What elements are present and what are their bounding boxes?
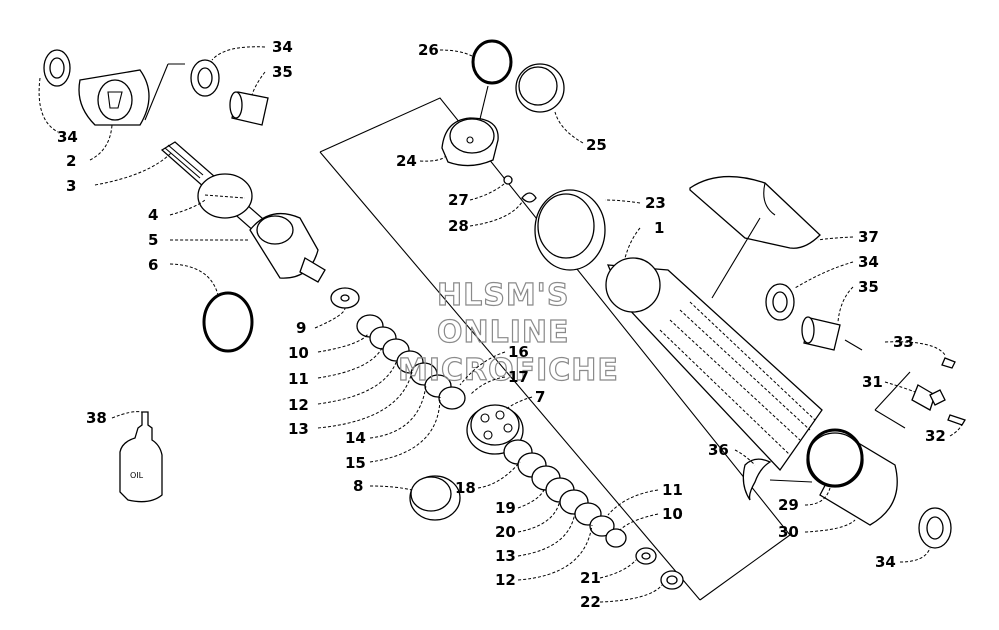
shield-37 [689, 175, 821, 249]
label-21: 21 [580, 569, 601, 587]
piston-24 [441, 117, 499, 167]
label-2: 2 [66, 152, 76, 170]
lower-eyelet-30 [806, 432, 898, 526]
leader-lines [38, 46, 963, 603]
label-19: 19 [495, 499, 516, 517]
eyelet-line [144, 63, 169, 121]
label-20: 20 [495, 523, 516, 541]
label-26: 26 [418, 41, 439, 59]
label-8: 8 [353, 477, 363, 495]
label-1: 1 [654, 219, 664, 237]
assembly-box-edge [319, 151, 701, 601]
watermark-line-2: ONLINE [437, 315, 570, 350]
valve-box-edge [874, 371, 911, 411]
label-35: 35 [272, 63, 293, 81]
label-17: 17 [508, 368, 529, 386]
label-4: 4 [148, 206, 158, 224]
part-27-28 [503, 175, 537, 203]
seal-head-5 [249, 212, 326, 283]
label-34: 34 [272, 38, 293, 56]
label-29: 29 [778, 496, 799, 514]
assembly-box-left [319, 97, 791, 601]
watermark: HLSM'S ONLINE MICROFICHE [397, 277, 619, 388]
label-16: 16 [508, 343, 529, 361]
oil-bottle-38: OIL [119, 411, 163, 503]
label-10: 10 [288, 344, 309, 362]
bushing-34-lower [918, 507, 952, 549]
ring-25 [515, 63, 565, 113]
label-30: 30 [778, 523, 799, 541]
label-24: 24 [396, 152, 417, 170]
label-37: 37 [858, 228, 879, 246]
shock-body-1 [605, 257, 823, 472]
label-36: 36 [708, 441, 729, 459]
piston-7 [466, 404, 524, 455]
label-22: 22 [580, 593, 601, 611]
label-28: 28 [448, 217, 469, 235]
label-5: 5 [148, 231, 158, 249]
upper-eyelet-2 [78, 69, 150, 126]
piston-ring-8 [409, 475, 461, 521]
label-34: 34 [858, 253, 879, 271]
label-23: 23 [645, 194, 666, 212]
bumper-4 [197, 173, 253, 219]
o-ring-26 [471, 39, 513, 85]
spacer-35-right [801, 316, 841, 351]
label-13: 13 [495, 547, 516, 565]
upper-bushing-34 [43, 49, 71, 87]
valve-box-edge2 [874, 409, 906, 429]
label-27: 27 [448, 191, 469, 209]
pin-32 [947, 414, 966, 426]
label-14: 14 [345, 429, 366, 447]
label-7: 7 [535, 388, 545, 406]
label-12: 12 [495, 571, 516, 589]
ring-23 [534, 189, 606, 271]
label-10: 10 [662, 505, 683, 523]
bushing-34-right [765, 283, 795, 321]
o-ring-6 [202, 291, 254, 353]
label-13: 13 [288, 420, 309, 438]
screw-33 [941, 357, 956, 369]
label-9: 9 [296, 319, 306, 337]
watermark-line-1: HLSM'S [437, 278, 569, 313]
washer-stack-upper [330, 287, 466, 410]
label-18: 18 [455, 479, 476, 497]
part-labels: 34 35 34 2 3 4 5 6 9 10 11 12 13 14 15 1… [57, 38, 946, 611]
label-15: 15 [345, 454, 366, 472]
label-11: 11 [288, 370, 309, 388]
valve-31 [911, 384, 946, 411]
shield-line [711, 217, 761, 299]
label-12: 12 [288, 396, 309, 414]
spacer-35-top [229, 91, 269, 126]
label-6: 6 [148, 256, 158, 274]
bushing-34-top [190, 59, 220, 97]
label-25: 25 [586, 136, 607, 154]
label-34: 34 [57, 128, 78, 146]
washer-stack-lower [503, 439, 684, 590]
label-11: 11 [662, 481, 683, 499]
label-31: 31 [862, 373, 883, 391]
label-3: 3 [66, 177, 76, 195]
label-38: 38 [86, 409, 107, 427]
o-ring-29 [806, 428, 864, 488]
label-34: 34 [875, 553, 896, 571]
clip-36 [742, 458, 772, 501]
bottle-label: OIL [130, 471, 144, 480]
label-35: 35 [858, 278, 879, 296]
watermark-line-3: MICROFICHE [398, 353, 619, 388]
label-33: 33 [893, 333, 914, 351]
label-32: 32 [925, 427, 946, 445]
